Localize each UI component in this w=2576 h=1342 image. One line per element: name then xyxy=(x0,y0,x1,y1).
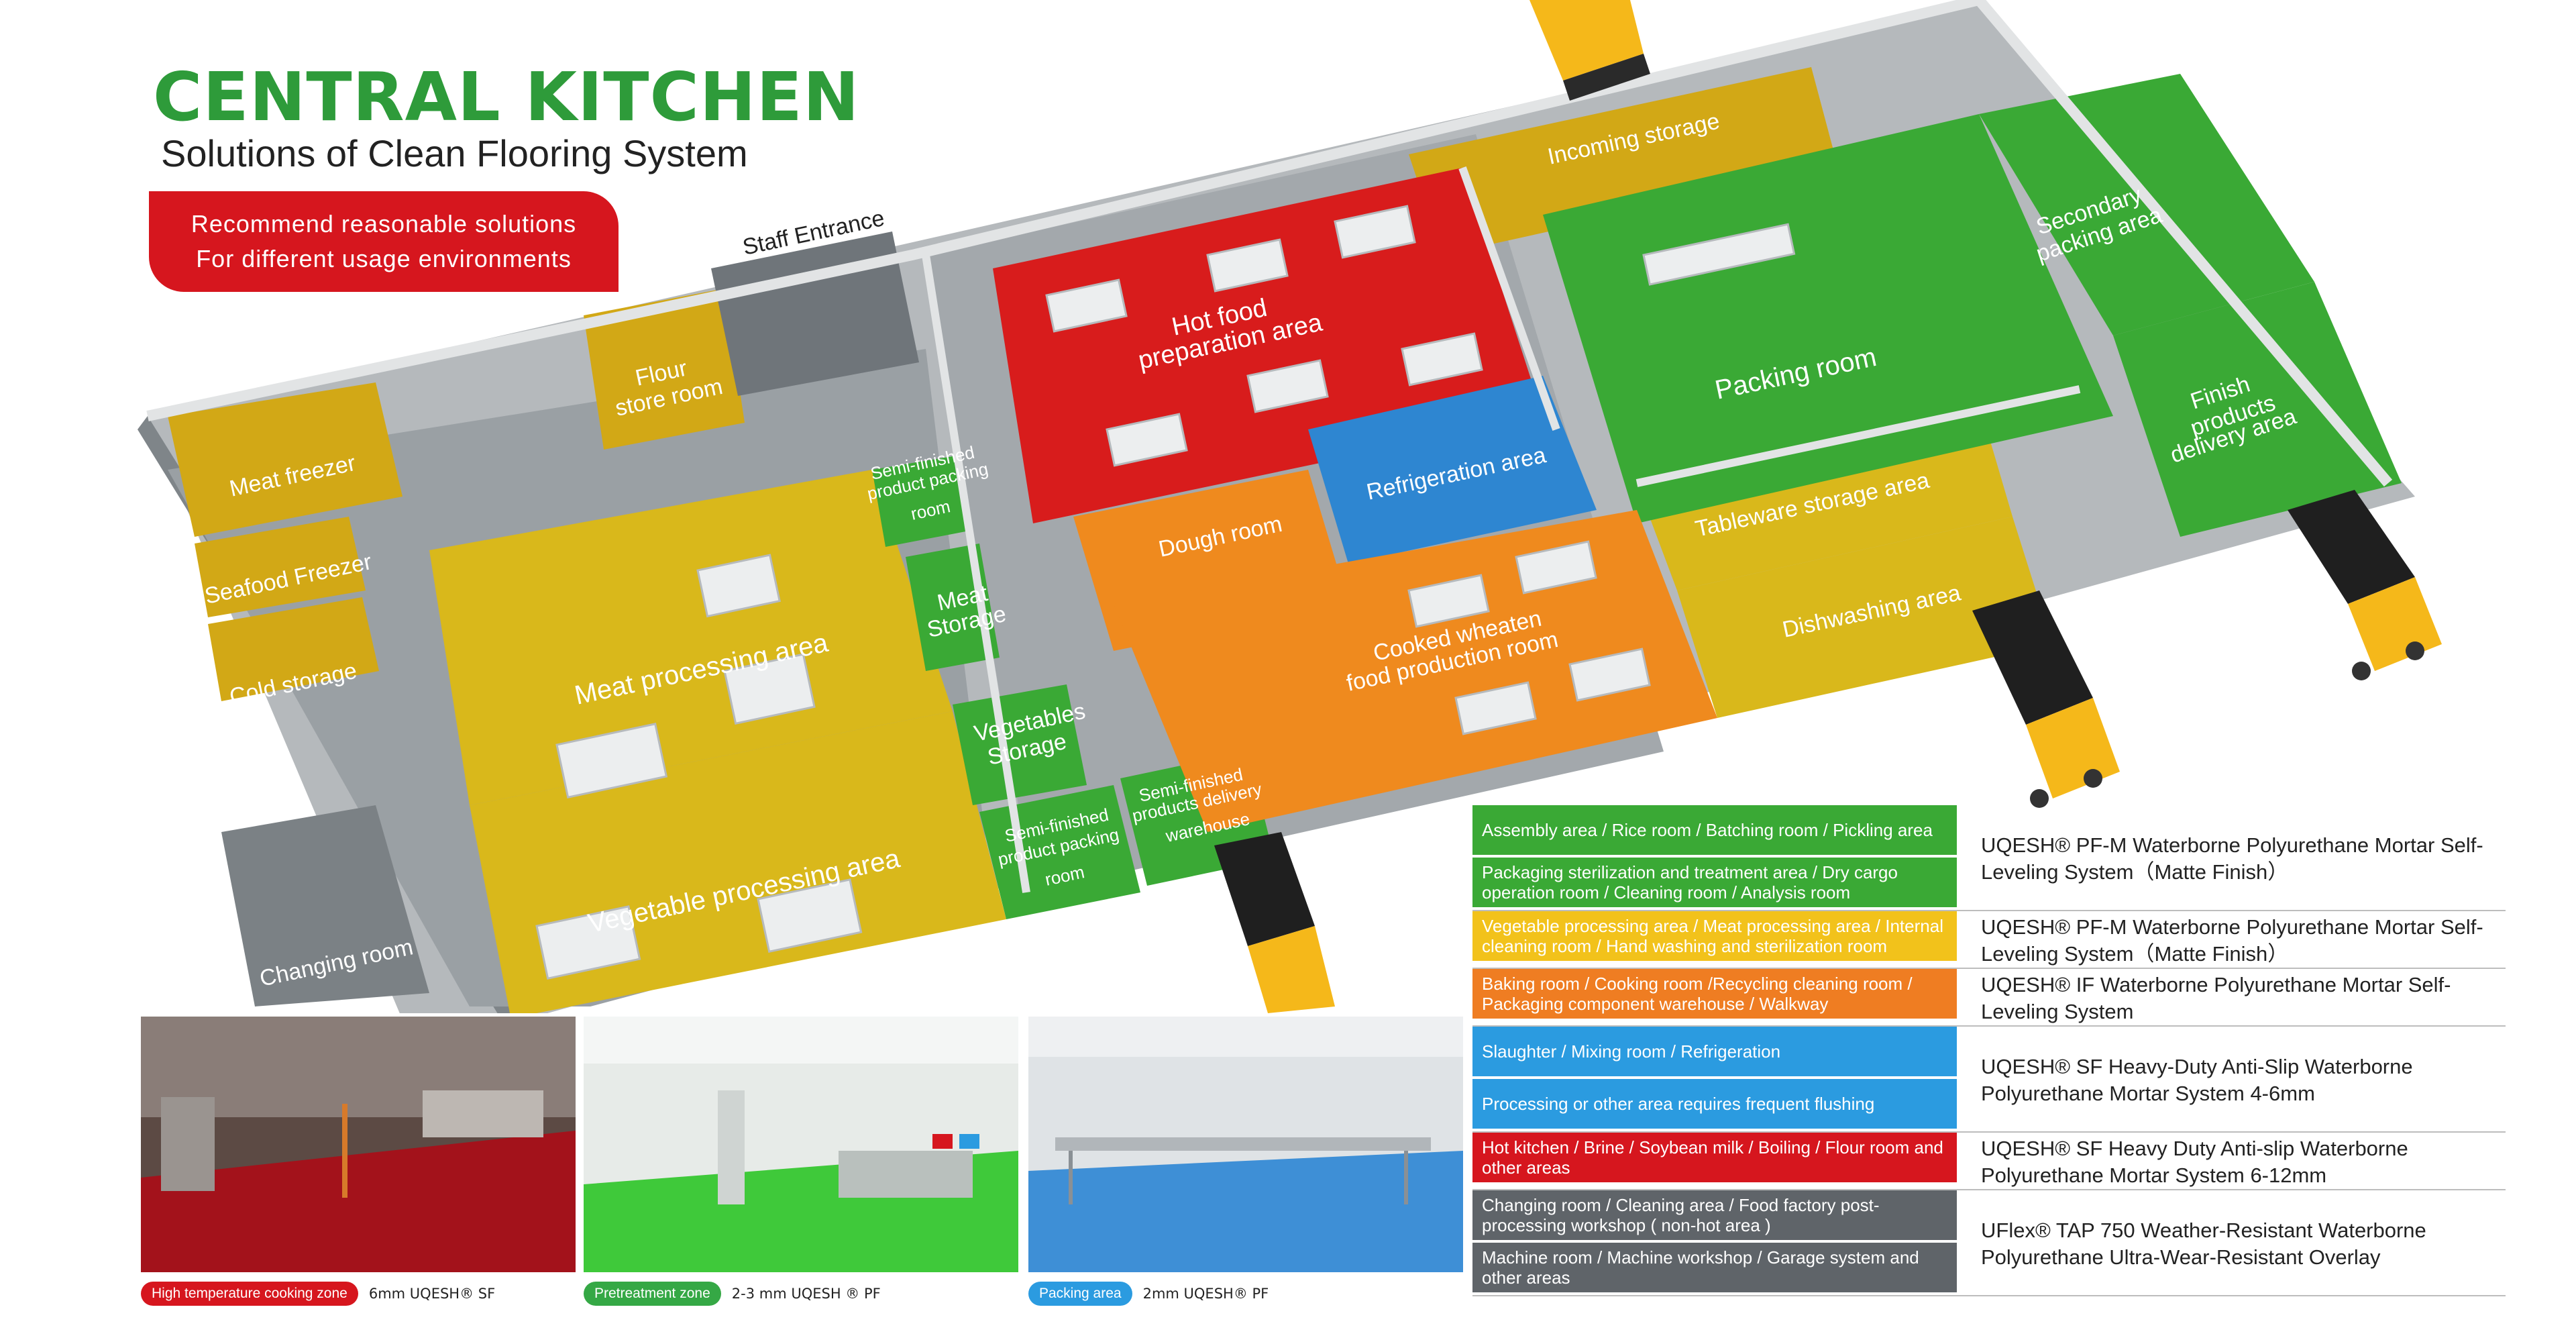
zone-veg-storage xyxy=(953,684,1087,805)
photo-packing-area xyxy=(1028,1017,1463,1272)
caption-pill: Pretreatment zone xyxy=(584,1282,721,1306)
legend-area-cell: Slaughter / Mixing room / Refrigeration xyxy=(1472,1027,1957,1076)
legend-row: Hot kitchen / Brine / Soybean milk / Boi… xyxy=(1472,1133,2506,1190)
legend-row: Vegetable processing area / Meat process… xyxy=(1472,911,2506,969)
zone-semi-packing xyxy=(872,456,973,547)
legend-area-cell: Hot kitchen / Brine / Soybean milk / Boi… xyxy=(1472,1133,1957,1182)
truck-icon-middle xyxy=(1972,590,2120,808)
inner-wall-3 xyxy=(1635,385,2081,487)
flooring-legend-table: Assembly area / Rice room / Batching roo… xyxy=(1472,805,2506,1296)
legend-area-cell: Packaging sterilization and treatment ar… xyxy=(1472,858,1957,907)
zone-semi-packing-b xyxy=(979,785,1140,919)
photo-pretreatment-zone xyxy=(584,1017,1018,1272)
zone-incoming-storage xyxy=(1409,67,1838,255)
badge-line-1: Recommend reasonable solutions xyxy=(191,210,577,238)
zone-cooked-wheaten xyxy=(1114,510,1717,832)
legend-product: UQESH® PF-M Waterborne Polyurethane Mort… xyxy=(1981,833,2483,884)
outer-wall xyxy=(146,0,2393,487)
inner-wall-2 xyxy=(1458,166,1560,431)
pretreatment-zone-image xyxy=(584,1017,1018,1272)
caption-text: 2-3 mm UQESH ® PF xyxy=(731,1286,881,1302)
tables xyxy=(535,205,1796,980)
zone-utility xyxy=(711,231,919,396)
legend-areas: Changing room / Cleaning area / Food fac… xyxy=(1472,1190,1957,1295)
zone-cold-storage xyxy=(208,597,379,701)
caption-pill: Packing area xyxy=(1028,1282,1132,1306)
page-subtitle: Solutions of Clean Flooring System xyxy=(161,132,748,174)
caption-packing: Packing area 2mm UQESH® PF xyxy=(1028,1280,1269,1307)
legend-area-cell: Machine room / Machine workshop / Garage… xyxy=(1472,1243,1957,1292)
legend-product: UQESH® IF Waterborne Polyurethane Mortar… xyxy=(1981,973,2451,1023)
legend-product: UQESH® SF Heavy-Duty Anti-Slip Waterborn… xyxy=(1981,1055,2413,1105)
legend-areas: Assembly area / Rice room / Batching roo… xyxy=(1472,805,1957,910)
zone-packing-room xyxy=(1543,114,2113,523)
truck-icon-top xyxy=(1529,0,1650,101)
floor-plan: Staff Entrance Meat freezer Seafood Free… xyxy=(138,0,2442,1013)
zone-changing-room xyxy=(221,805,429,1007)
legend-product: UQESH® PF-M Waterborne Polyurethane Mort… xyxy=(1981,915,2483,966)
legend-product: UQESH® SF Heavy Duty Anti-slip Waterborn… xyxy=(1981,1137,2408,1187)
recommend-badge: Recommend reasonable solutions For diffe… xyxy=(149,191,619,292)
legend-area-cell: Vegetable processing area / Meat process… xyxy=(1472,911,1957,961)
truck-icon-right xyxy=(2288,490,2442,680)
zone-finish-delivery xyxy=(2113,282,2402,537)
photo-cooking-zone xyxy=(141,1017,576,1272)
caption-pill: High temperature cooking zone xyxy=(141,1282,358,1306)
legend-areas: Vegetable processing area / Meat process… xyxy=(1472,911,1957,968)
caption-text: 6mm UQESH® SF xyxy=(368,1286,496,1302)
caption-cooking: High temperature cooking zone 6mm UQESH®… xyxy=(141,1280,495,1307)
packing-area-image xyxy=(1028,1017,1463,1272)
zone-dishwashing xyxy=(1677,517,2053,718)
badge-line-2: For different usage environments xyxy=(196,245,572,272)
legend-row: Baking room / Cooking room /Recycling cl… xyxy=(1472,969,2506,1027)
caption-text: 2mm UQESH® PF xyxy=(1142,1286,1269,1302)
legend-product: UFlex® TAP 750 Weather-Resistant Waterbo… xyxy=(1981,1219,2426,1269)
legend-row: Assembly area / Rice room / Batching roo… xyxy=(1472,805,2506,911)
legend-area-cell: Baking room / Cooking room /Recycling cl… xyxy=(1472,969,1957,1019)
truck-icon-bottom xyxy=(1214,832,1335,1013)
legend-area-cell: Processing or other area requires freque… xyxy=(1472,1079,1957,1129)
legend-area-cell: Changing room / Cleaning area / Food fac… xyxy=(1472,1190,1957,1240)
legend-areas: Hot kitchen / Brine / Soybean milk / Boi… xyxy=(1472,1133,1957,1189)
page-title: CENTRAL KITCHEN xyxy=(153,58,860,136)
zone-flour-store xyxy=(584,289,745,450)
zone-meat-processing xyxy=(429,470,953,805)
zone-seafood-freezer xyxy=(195,517,366,617)
legend-area-cell: Assembly area / Rice room / Batching roo… xyxy=(1472,805,1957,855)
caption-pretreatment: Pretreatment zone 2-3 mm UQESH ® PF xyxy=(584,1280,881,1307)
zone-refrigeration xyxy=(1308,376,1597,564)
zone-meat-freezer xyxy=(168,382,402,537)
legend-areas: Baking room / Cooking room /Recycling cl… xyxy=(1472,969,1957,1025)
legend-row: Changing room / Cleaning area / Food fac… xyxy=(1472,1190,2506,1296)
inner-wall-1 xyxy=(922,254,1030,893)
cooking-zone-image xyxy=(141,1017,576,1272)
